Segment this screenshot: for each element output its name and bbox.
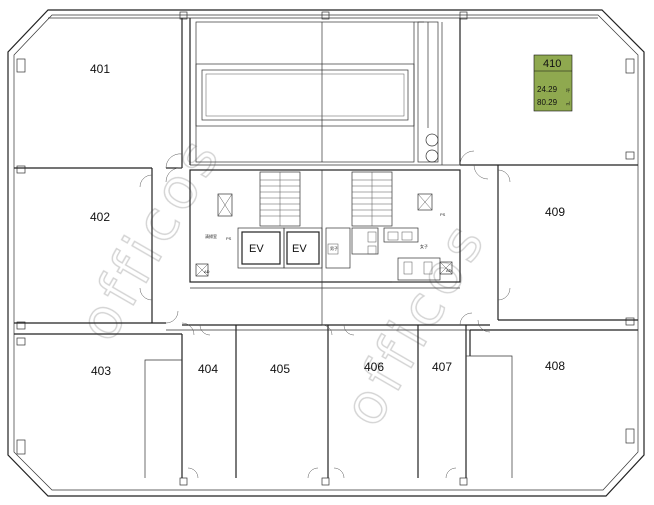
room-402-label: 402 [90,210,110,224]
highlighted-unit-410[interactable]: 410 24.29 坪 80.29 ㎡ [533,54,573,112]
room-labels: 401 402 403 404 405 406 407 408 409 [90,62,565,378]
toilet-male-label: 男子 [330,245,338,251]
highlighted-unit-tsubo-unit: 坪 [566,87,570,93]
core: 清掃室 PS AD PS AD 男子 女子 EV EV [189,169,461,325]
highlighted-unit-sqm-unit: ㎡ [566,100,570,106]
room-404-label: 404 [198,362,218,376]
ad-right-label: AD [446,268,452,273]
elevator-2-label: EV [292,243,307,255]
doors [139,150,511,479]
ps-left-label: PS [226,236,232,241]
room-408-label: 408 [545,359,565,373]
room-walls [14,18,638,478]
highlighted-unit-area-sqm: 80.29 [537,98,558,107]
stair-right-treads [352,179,392,217]
room-401-label: 401 [90,62,110,76]
ps-right-label: PS [440,212,446,217]
room-406-label: 406 [364,360,384,374]
columns [16,11,635,486]
stair-left-treads [260,179,300,217]
room-409-label: 409 [545,205,565,219]
outer-walls [7,9,645,497]
watermark-text-2: officos [331,209,500,437]
ad-left-label: AD [204,269,210,274]
elevator-1-label: EV [249,243,264,255]
room-405-label: 405 [270,362,290,376]
highlighted-unit-box [533,54,573,112]
room-407-label: 407 [432,360,452,374]
watermark: officos officos [65,124,500,438]
toilet-female-label: 女子 [420,243,428,249]
room-403-label: 403 [91,364,111,378]
highlighted-unit-area-tsubo: 24.29 [537,85,558,94]
north-shaft [190,21,460,166]
highlighted-unit-label: 410 [543,58,561,70]
storage-label: 清掃室 [205,233,217,239]
